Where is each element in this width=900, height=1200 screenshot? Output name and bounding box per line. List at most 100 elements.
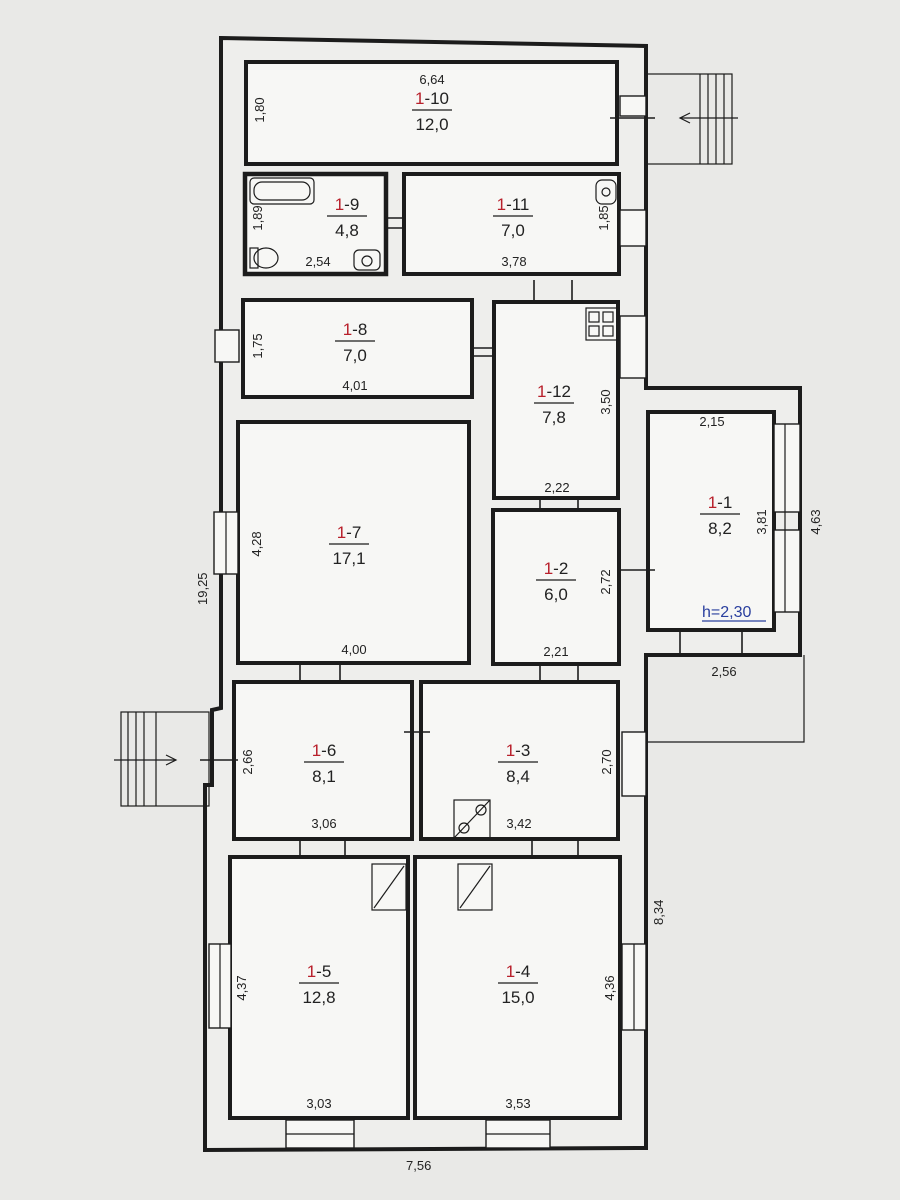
room-1-11-number-prefix: 1: [497, 195, 506, 214]
room-1-1-dim-2: 4,63: [808, 509, 823, 534]
room-1-8: [241, 298, 474, 399]
room-1-3-number-prefix: 1: [506, 741, 515, 760]
room-1-5-dim-1: 3,03: [306, 1096, 331, 1111]
room-1-11-dim-1: 3,78: [501, 254, 526, 269]
room-1-8-number-prefix: 1: [343, 320, 352, 339]
room-1-12-number: 1-12: [537, 382, 571, 401]
room-1-10-dim-1: 1,80: [252, 97, 267, 122]
porch-outline: [646, 655, 805, 743]
room-1-1-number-prefix: 1: [708, 493, 717, 512]
room-1-2-number-suffix: -2: [553, 559, 568, 578]
room-1-1-number: 1-1: [708, 493, 733, 512]
room-1-9-dim-1: 2,54: [305, 254, 330, 269]
room-1-8-dim-0: 1,75: [250, 333, 265, 358]
room-1-10-dim-0: 6,64: [419, 72, 444, 87]
room-1-1-area: 8,2: [708, 519, 732, 538]
room-1-7-dim-1: 4,00: [341, 642, 366, 657]
room-1-3-area: 8,4: [506, 767, 530, 786]
room-1-7-dim-0: 4,28: [249, 531, 264, 556]
room-1-3-dim-1: 3,42: [506, 816, 531, 831]
room-1-6-number: 1-6: [312, 741, 337, 760]
room-1-8-number-suffix: -8: [352, 320, 367, 339]
room-1-2-dim-0: 2,72: [598, 569, 613, 594]
room-1-7-area: 17,1: [332, 549, 365, 568]
room-1-12-number-suffix: -12: [546, 382, 571, 401]
washbasin-icon: [595, 179, 617, 205]
room-1-7-number-prefix: 1: [337, 523, 346, 542]
windows: [208, 95, 801, 1149]
room-1-6-dim-0: 2,66: [240, 749, 255, 774]
heater-icon-1-5: [371, 863, 407, 911]
room-1-12-dim-1: 2,22: [544, 480, 569, 495]
room-1-9-dim-0: 1,89: [250, 205, 265, 230]
room-1-9-number: 1-9: [335, 195, 360, 214]
room-1-2-area: 6,0: [544, 585, 568, 604]
dim-right-length: 8,34: [651, 900, 666, 925]
ceiling-height: h=2,30: [702, 604, 751, 621]
dim-total-length: 7,56: [406, 1158, 431, 1173]
sink-icon: [353, 249, 381, 271]
room-1-5-number-suffix: -5: [316, 962, 331, 981]
heater-icon-1-4: [457, 863, 493, 911]
room-1-11-dim-0: 1,85: [596, 205, 611, 230]
room-1-12: [492, 300, 620, 500]
room-1-9-area: 4,8: [335, 221, 359, 240]
room-1-11-number: 1-11: [497, 195, 530, 214]
room-1-4-dim-1: 3,53: [505, 1096, 530, 1111]
doors: [200, 117, 743, 857]
room-1-3-number: 1-3: [506, 741, 531, 760]
room-1-1-dim-3: 2,56: [711, 664, 736, 679]
room-1-5-area: 12,8: [302, 988, 335, 1007]
room-1-2-number: 1-2: [544, 559, 569, 578]
room-1-6-number-prefix: 1: [312, 741, 321, 760]
bathtub-icon: [249, 177, 315, 205]
room-1-5-number-prefix: 1: [307, 962, 316, 981]
room-1-7: [236, 420, 471, 665]
room-1-6: [232, 680, 414, 841]
toilet-icon: [249, 247, 279, 269]
room-1-3-dim-0: 2,70: [599, 749, 614, 774]
room-1-2: [491, 508, 621, 666]
room-1-11-area: 7,0: [501, 221, 525, 240]
room-1-12-number-prefix: 1: [537, 382, 546, 401]
room-1-11: [402, 172, 621, 276]
room-1-6-area: 8,1: [312, 767, 336, 786]
room-1-12-area: 7,8: [542, 408, 566, 427]
room-1-8-number: 1-8: [343, 320, 368, 339]
room-1-4: [413, 855, 622, 1120]
room-1-2-dim-1: 2,21: [543, 644, 568, 659]
room-1-9: [242, 171, 389, 277]
stairs-left: [114, 711, 210, 807]
room-1-10-number: 1-10: [415, 89, 449, 108]
room-1-1: [646, 410, 776, 632]
boiler-icon: [585, 307, 619, 341]
room-1-4-area: 15,0: [501, 988, 534, 1007]
room-1-12-dim-0: 3,50: [598, 389, 613, 414]
room-1-3-number-suffix: -3: [515, 741, 530, 760]
room-1-2-number-prefix: 1: [544, 559, 553, 578]
stairs-top-right: [645, 73, 738, 165]
room-1-1-dim-0: 2,15: [699, 414, 724, 429]
room-1-11-number-suffix: -11: [506, 195, 529, 214]
room-1-10-number-prefix: 1: [415, 89, 424, 108]
room-1-10-area: 12,0: [415, 115, 448, 134]
room-1-4-number: 1-4: [506, 962, 531, 981]
room-1-10-number-suffix: -10: [424, 89, 449, 108]
room-1-7-number: 1-7: [337, 523, 362, 542]
room-1-1-number-suffix: -1: [717, 493, 732, 512]
room-1-4-dim-0: 4,36: [602, 975, 617, 1000]
room-1-10: [244, 60, 619, 166]
room-1-5-dim-0: 4,37: [234, 975, 249, 1000]
room-1-4-number-prefix: 1: [506, 962, 515, 981]
dim-total-height: 19,25: [195, 572, 210, 605]
room-1-8-dim-1: 4,01: [342, 378, 367, 393]
room-1-5: [228, 855, 410, 1120]
room-1-9-number-suffix: -9: [344, 195, 359, 214]
room-1-8-area: 7,0: [343, 346, 367, 365]
room-1-5-number: 1-5: [307, 962, 332, 981]
stove-icon: [453, 799, 491, 839]
room-1-4-number-suffix: -4: [515, 962, 530, 981]
room-1-1-dim-1: 3,81: [754, 509, 769, 534]
room-1-6-dim-1: 3,06: [311, 816, 336, 831]
